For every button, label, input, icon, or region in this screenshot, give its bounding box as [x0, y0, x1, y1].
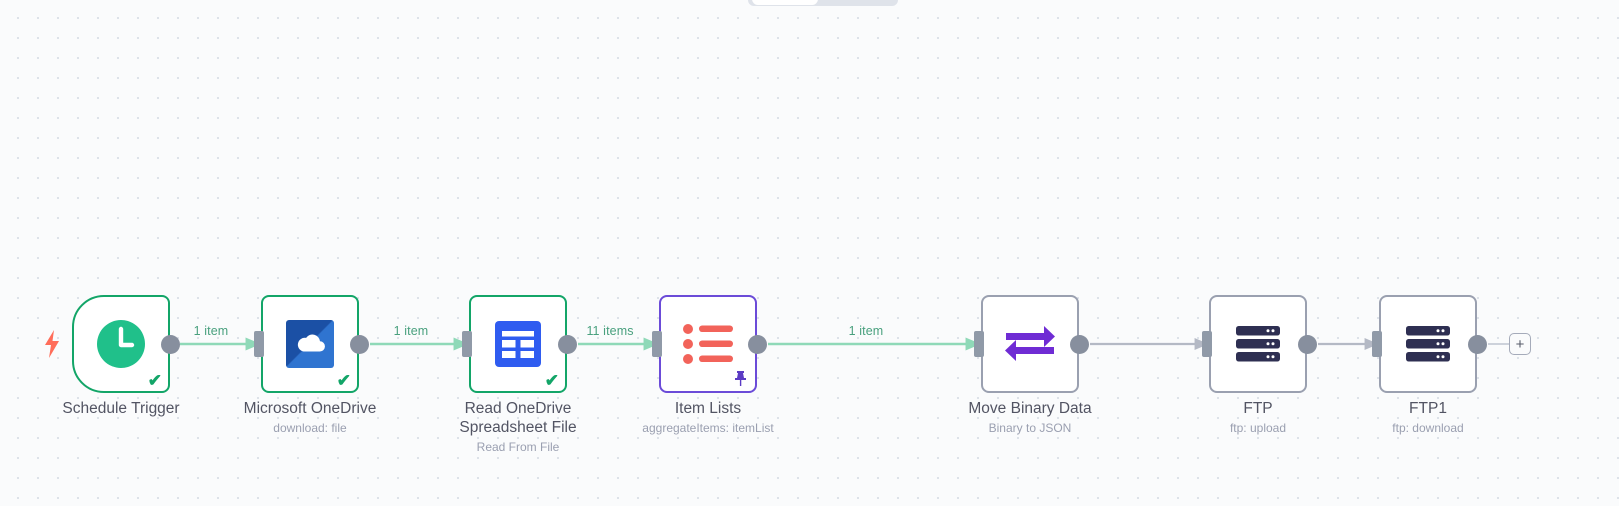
- node-ftp1[interactable]: FTP1 ftp: download: [1372, 295, 1487, 435]
- input-port[interactable]: [1202, 331, 1212, 357]
- output-port[interactable]: [161, 334, 180, 354]
- add-node-button[interactable]: +: [1509, 333, 1531, 355]
- node-success-check-icon: ✔: [336, 371, 351, 390]
- swap-arrows-icon: [981, 295, 1079, 393]
- output-port[interactable]: [350, 334, 369, 354]
- connection-label-1: 1 item: [193, 324, 229, 338]
- input-port[interactable]: [974, 331, 984, 357]
- bullet-list-icon: [659, 295, 757, 393]
- pin-icon[interactable]: [733, 370, 748, 387]
- node-microsoft-onedrive[interactable]: ✔ Microsoft OneDrive download: file: [244, 295, 376, 435]
- node-read-onedrive-spreadsheet-file[interactable]: ✔ Read OneDrive Spreadsheet File Read Fr…: [459, 295, 577, 454]
- output-port[interactable]: [1070, 334, 1089, 354]
- top-tab-bar-partial: [748, 0, 898, 6]
- node-move-binary-data[interactable]: Move Binary Data Binary to JSON: [968, 286, 1092, 435]
- output-port[interactable]: [748, 334, 767, 354]
- node-item-lists[interactable]: Item Lists aggregateItems: itemList: [642, 295, 774, 435]
- connection-label-3: 11 items: [586, 324, 634, 338]
- spreadsheet-icon: [469, 295, 567, 393]
- input-port[interactable]: [1372, 331, 1382, 357]
- node-success-check-icon: ✔: [544, 371, 559, 390]
- node-schedule-trigger[interactable]: ✔ Schedule Trigger: [45, 295, 180, 417]
- node-success-check-icon: ✔: [147, 371, 162, 390]
- server-stack-icon: [1209, 295, 1307, 393]
- input-port[interactable]: [462, 331, 472, 357]
- input-port[interactable]: [254, 331, 264, 357]
- top-tab-active-partial: [752, 0, 818, 5]
- output-port[interactable]: [1298, 334, 1317, 354]
- node-ftp[interactable]: FTP ftp: upload: [1202, 295, 1317, 435]
- output-port[interactable]: [1468, 334, 1487, 354]
- input-port[interactable]: [652, 331, 662, 357]
- output-port[interactable]: [558, 334, 577, 354]
- trigger-lightning-bolt-icon: [44, 330, 60, 358]
- onedrive-cloud-icon: [261, 295, 359, 393]
- clock-icon: [72, 295, 170, 393]
- connection-label-4: 1 item: [848, 324, 884, 338]
- connection-label-2: 1 item: [393, 324, 429, 338]
- server-stack-icon: [1379, 295, 1477, 393]
